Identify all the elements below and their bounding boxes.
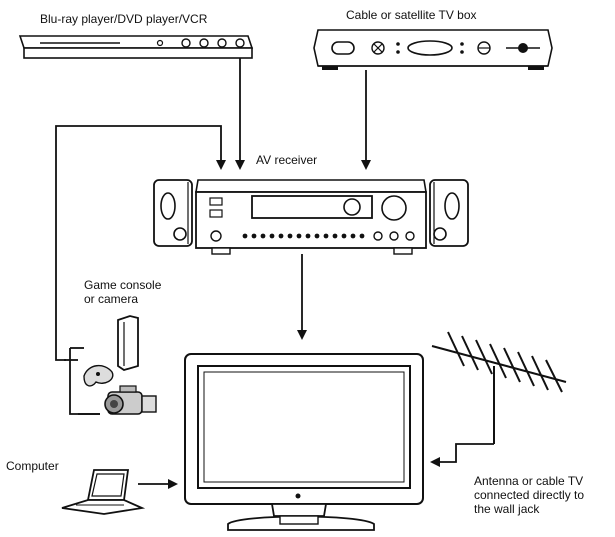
game-console-label-line-1: Game console [84,278,162,292]
player-label: Blu-ray player/DVD player/VCR [40,12,208,26]
speaker-icon [153,179,193,247]
computer-label: Computer [6,459,59,473]
game-console-label: Game console or camera [84,278,161,306]
cable-box-label: Cable or satellite TV box [346,8,477,22]
receiver-label: AV receiver [256,153,318,167]
camcorder-icon [104,385,157,415]
laptop-icon [61,469,146,515]
game-console-icon [83,315,139,387]
antenna-label-line-3: the wall jack [474,502,540,516]
av-receiver-icon [195,179,427,255]
antenna-label-line-2: connected directly to [474,488,585,502]
dvd-player-icon [18,35,254,59]
antenna-label-line-1: Antenna or cable TV [474,474,584,488]
game-console-label-line-2: or camera [84,292,139,306]
antenna-label: Antenna or cable TV connected directly t… [474,474,584,516]
speaker-icon [429,179,469,247]
connections [55,58,494,489]
antenna-icon [431,331,567,444]
television-icon [184,353,424,531]
cable-box-icon [313,29,553,70]
